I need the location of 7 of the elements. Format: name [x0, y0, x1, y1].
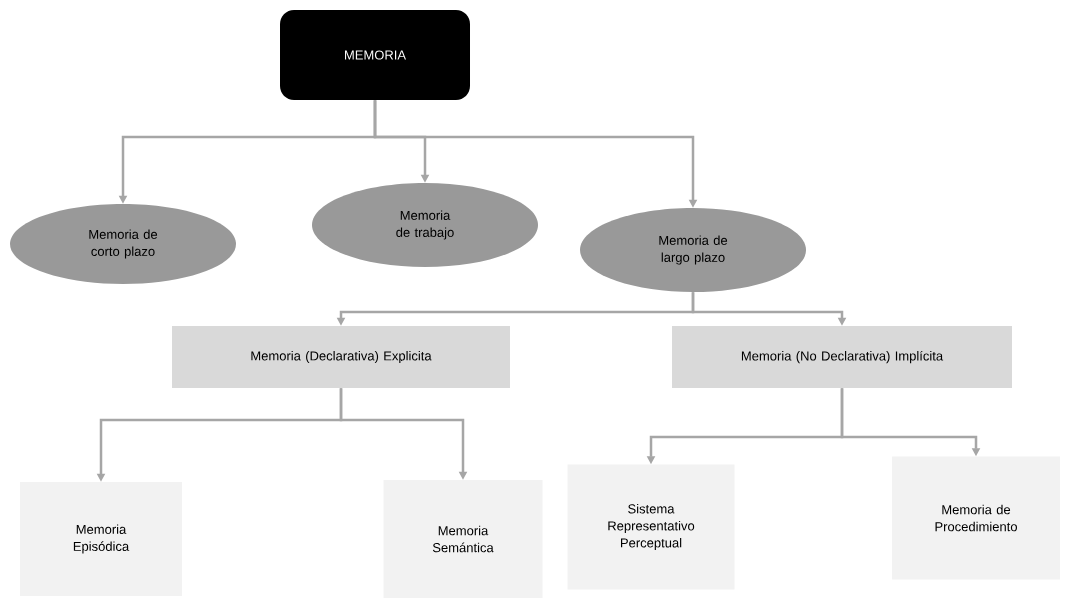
category-box: Memoria Episódica: [20, 482, 182, 596]
category-box: Sistema Representativo Perceptual: [567, 464, 735, 590]
title-box: MEMORIA: [280, 10, 470, 100]
category-box: Memoria (Declarativa) Explicita: [172, 326, 510, 388]
category-box: Memoria (No Declarativa) Implícita: [672, 326, 1012, 388]
category-box: Memoria de Procedimiento: [892, 456, 1060, 580]
category-box: Memoria Semántica: [383, 480, 543, 598]
